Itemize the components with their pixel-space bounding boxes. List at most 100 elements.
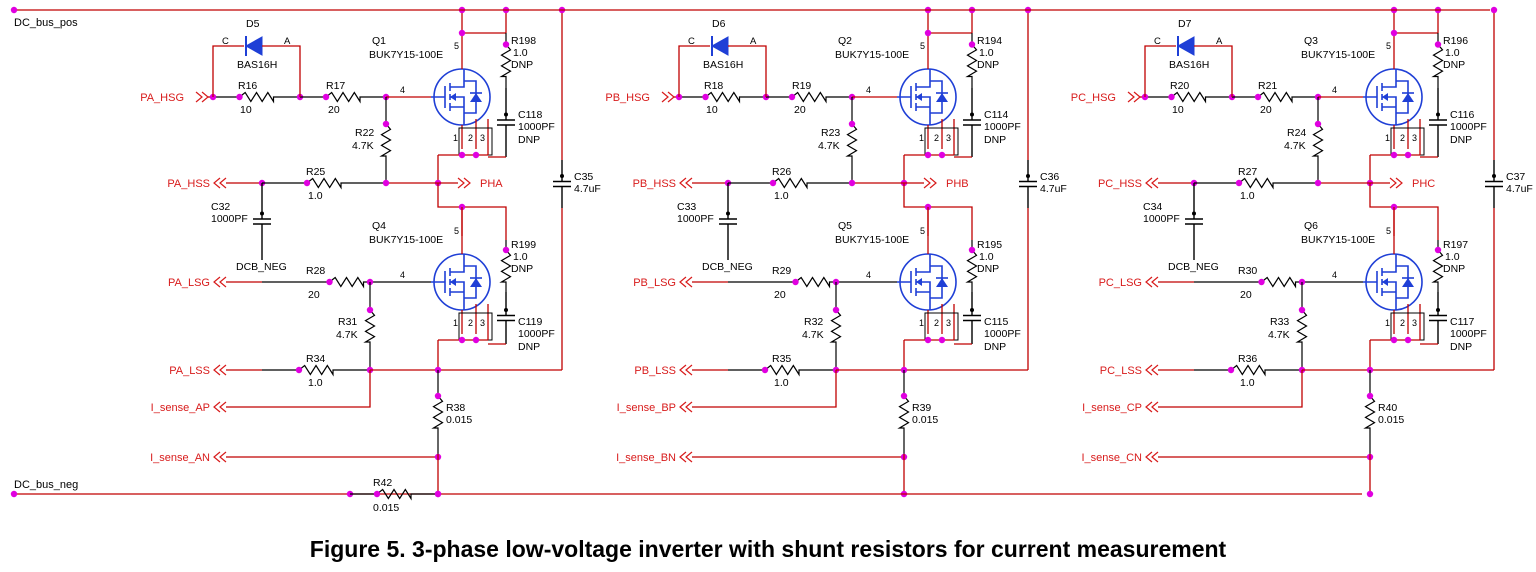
capacitor-value: 1000PF (984, 121, 1021, 133)
resistor-snubber-high (965, 33, 978, 88)
resistor-ref: R32 (804, 316, 823, 328)
resistor-value: 10 (240, 104, 252, 116)
resistor-value: 4.7K (352, 140, 374, 152)
diode-anode-label: A (750, 36, 757, 47)
junction-dot (326, 278, 333, 286)
net-label-lsg: PB_LSG (633, 277, 676, 289)
mosfet-gate (431, 271, 446, 293)
polarity-mark (1436, 112, 1440, 117)
junction-dot (938, 336, 946, 344)
net-label-isense-n: I_sense_BN (616, 452, 676, 464)
pin-number-1: 1 (453, 318, 458, 328)
resistor-lpd (1295, 282, 1308, 370)
mosfet-part: BUK7Y15-100E (835, 234, 909, 246)
junction-dot (1227, 366, 1235, 374)
label-arrow (1145, 364, 1159, 376)
diode-body (710, 36, 729, 56)
junction-dot (1390, 151, 1398, 159)
polarity-mark (504, 308, 508, 312)
junction-dot (1390, 336, 1398, 344)
capacitor-ref: C37 (1506, 171, 1525, 183)
diode-part: BAS16H (703, 59, 743, 71)
body-diode (936, 93, 948, 102)
resistor-hss (262, 177, 386, 190)
resistor-value: 1.0 (308, 190, 323, 202)
capacitor-ref: C34 (1143, 201, 1162, 213)
resistor-value: 20 (1240, 289, 1252, 301)
resistor-lss (728, 364, 836, 377)
mosfet-ref: Q6 (1304, 220, 1318, 232)
mosfet-low (1363, 253, 1423, 311)
resistor-value: 1.0 (1445, 251, 1460, 263)
net-label-hss: PC_HSS (1098, 178, 1142, 190)
junction-dot (1434, 41, 1442, 48)
resistor-ref: R22 (355, 127, 374, 139)
label-arrow (213, 401, 227, 413)
net-label-hss: PB_HSS (633, 178, 676, 190)
junction-dot (848, 179, 856, 187)
polarity-mark (560, 174, 564, 178)
label-arrow (1127, 91, 1141, 103)
body-diode (470, 278, 482, 287)
junction-dot (366, 306, 374, 314)
junction-dot (702, 93, 709, 101)
mosfet-gate (1363, 271, 1378, 293)
pin-number-4: 4 (400, 270, 405, 280)
pin-number-3: 3 (480, 318, 485, 328)
capacitor-ref: C114 (984, 109, 1008, 121)
diode-cathode-label: C (688, 36, 695, 47)
resistor-hsg-b (1232, 91, 1318, 104)
mosfet-part: BUK7Y15-100E (369, 234, 443, 246)
pin-number-1: 1 (1385, 133, 1390, 143)
junction-dot (924, 29, 932, 37)
pin-number-2: 2 (1400, 318, 1405, 328)
dnp-note: DNP (1450, 134, 1472, 146)
junction-dot (788, 93, 796, 101)
label-arrow (213, 276, 227, 288)
resistor-lsg (262, 276, 431, 289)
resistor-value: 20 (328, 104, 340, 116)
resistor-value: 1.0 (979, 47, 994, 59)
resistor-ref: R40 (1378, 402, 1397, 414)
capacitor-snubber-high (963, 88, 981, 157)
capacitor-ref: C35 (574, 171, 593, 183)
label-arrow (213, 364, 227, 376)
resistor-ref: R33 (1270, 316, 1289, 328)
junction-dot (938, 151, 946, 159)
source-pin-box (924, 127, 959, 156)
positive-rail-label: DC_bus_pos (14, 17, 78, 29)
junction-dot (769, 179, 777, 187)
label-arrow (1389, 177, 1403, 189)
junction-dot (236, 93, 243, 101)
pin-number-5: 5 (920, 41, 925, 51)
diode-part: BAS16H (1169, 59, 1209, 71)
mosfet-part: BUK7Y15-100E (1301, 234, 1375, 246)
net-label-isense-p: I_sense_BP (617, 402, 676, 414)
capacitor-value: 1000PF (677, 213, 714, 225)
resistor-ref: R21 (1258, 80, 1277, 92)
resistor-value: 1.0 (513, 251, 528, 263)
pin-number-2: 2 (468, 133, 473, 143)
polarity-mark (1492, 174, 1496, 178)
resistor-ref: R39 (912, 402, 931, 414)
diode-part: BAS16H (237, 59, 277, 71)
mosfet-ref: Q2 (838, 35, 852, 47)
resistor-value: 1.0 (979, 251, 994, 263)
diode-wire (1144, 45, 1176, 97)
diode-ref: D5 (246, 18, 260, 30)
mosfet-gate (1363, 86, 1378, 108)
junction-dot (458, 29, 466, 37)
junction-dot (1434, 246, 1442, 254)
resistor-snubber-low (499, 240, 512, 292)
resistor-value: 1.0 (774, 377, 789, 389)
net-label-dcb-neg: DCB_NEG (702, 261, 753, 273)
resistor-ref: R195 (977, 239, 1002, 251)
figure-title: 3-phase low-voltage inverter with shunt … (412, 536, 1227, 562)
net-label-hsg: PC_HSG (1071, 92, 1116, 104)
net-label-lsg: PC_LSG (1099, 277, 1142, 289)
junction-dot (1314, 120, 1322, 128)
dnp-note: DNP (1443, 263, 1465, 275)
resistor-value: 0.015 (373, 502, 399, 514)
pin-number-5: 5 (1386, 226, 1391, 236)
pin-number-5: 5 (1386, 41, 1391, 51)
